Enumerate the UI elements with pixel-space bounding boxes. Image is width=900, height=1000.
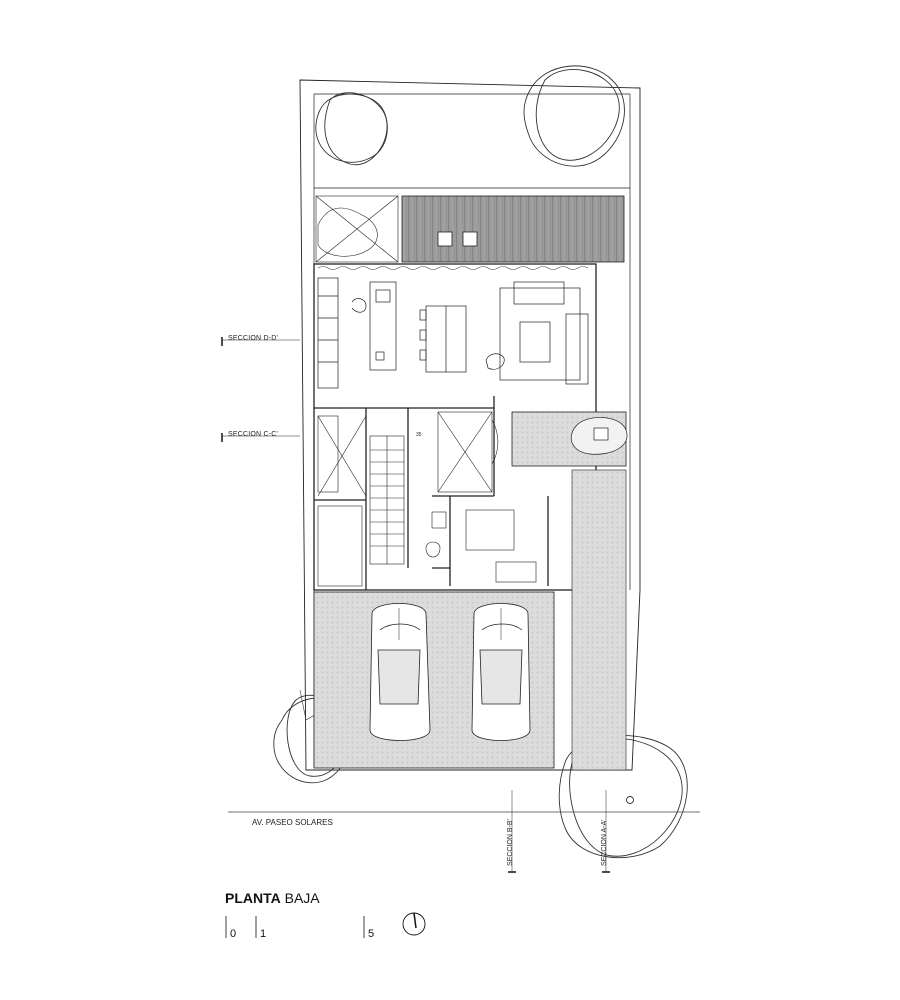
section-markers xyxy=(221,337,610,873)
roof-strip xyxy=(401,195,625,263)
section-label-c: SECCION C-C' xyxy=(228,431,279,438)
rear-glazing xyxy=(317,266,589,270)
car-left-icon xyxy=(369,603,431,741)
planter-box xyxy=(593,427,609,441)
north-arrow-icon xyxy=(402,912,426,936)
scale-mark-1: 1 xyxy=(260,928,267,940)
street-label: AV. PASEO SOLARES xyxy=(252,818,333,827)
scale-mark-0: 0 xyxy=(230,928,237,940)
scale-bar xyxy=(225,916,365,938)
section-label-a: SECCION A-A' xyxy=(601,819,608,866)
drawing-title-bold: PLANTA xyxy=(225,890,281,906)
rear-patio xyxy=(315,195,399,263)
guest-bedroom xyxy=(425,509,537,583)
car-right-icon xyxy=(471,603,531,741)
drawing-title: PLANTA BAJA xyxy=(225,890,320,906)
drawing-title-rest: BAJA xyxy=(280,890,320,906)
tree-rear-left-icon xyxy=(315,92,388,166)
skylights xyxy=(437,231,478,247)
side-walkway xyxy=(571,469,627,771)
courtyard-void xyxy=(437,411,499,493)
scale-mark-5: 5 xyxy=(368,928,375,940)
stair-and-service xyxy=(317,415,405,587)
tree-front-right-icon xyxy=(558,735,688,859)
stair-mark: 35 xyxy=(416,432,422,438)
section-label-d: SECCION D-D' xyxy=(228,335,279,342)
section-label-b: SECCION B-B' xyxy=(507,819,514,866)
living-dining-area xyxy=(317,277,589,389)
tree-rear-right-icon xyxy=(523,65,625,167)
